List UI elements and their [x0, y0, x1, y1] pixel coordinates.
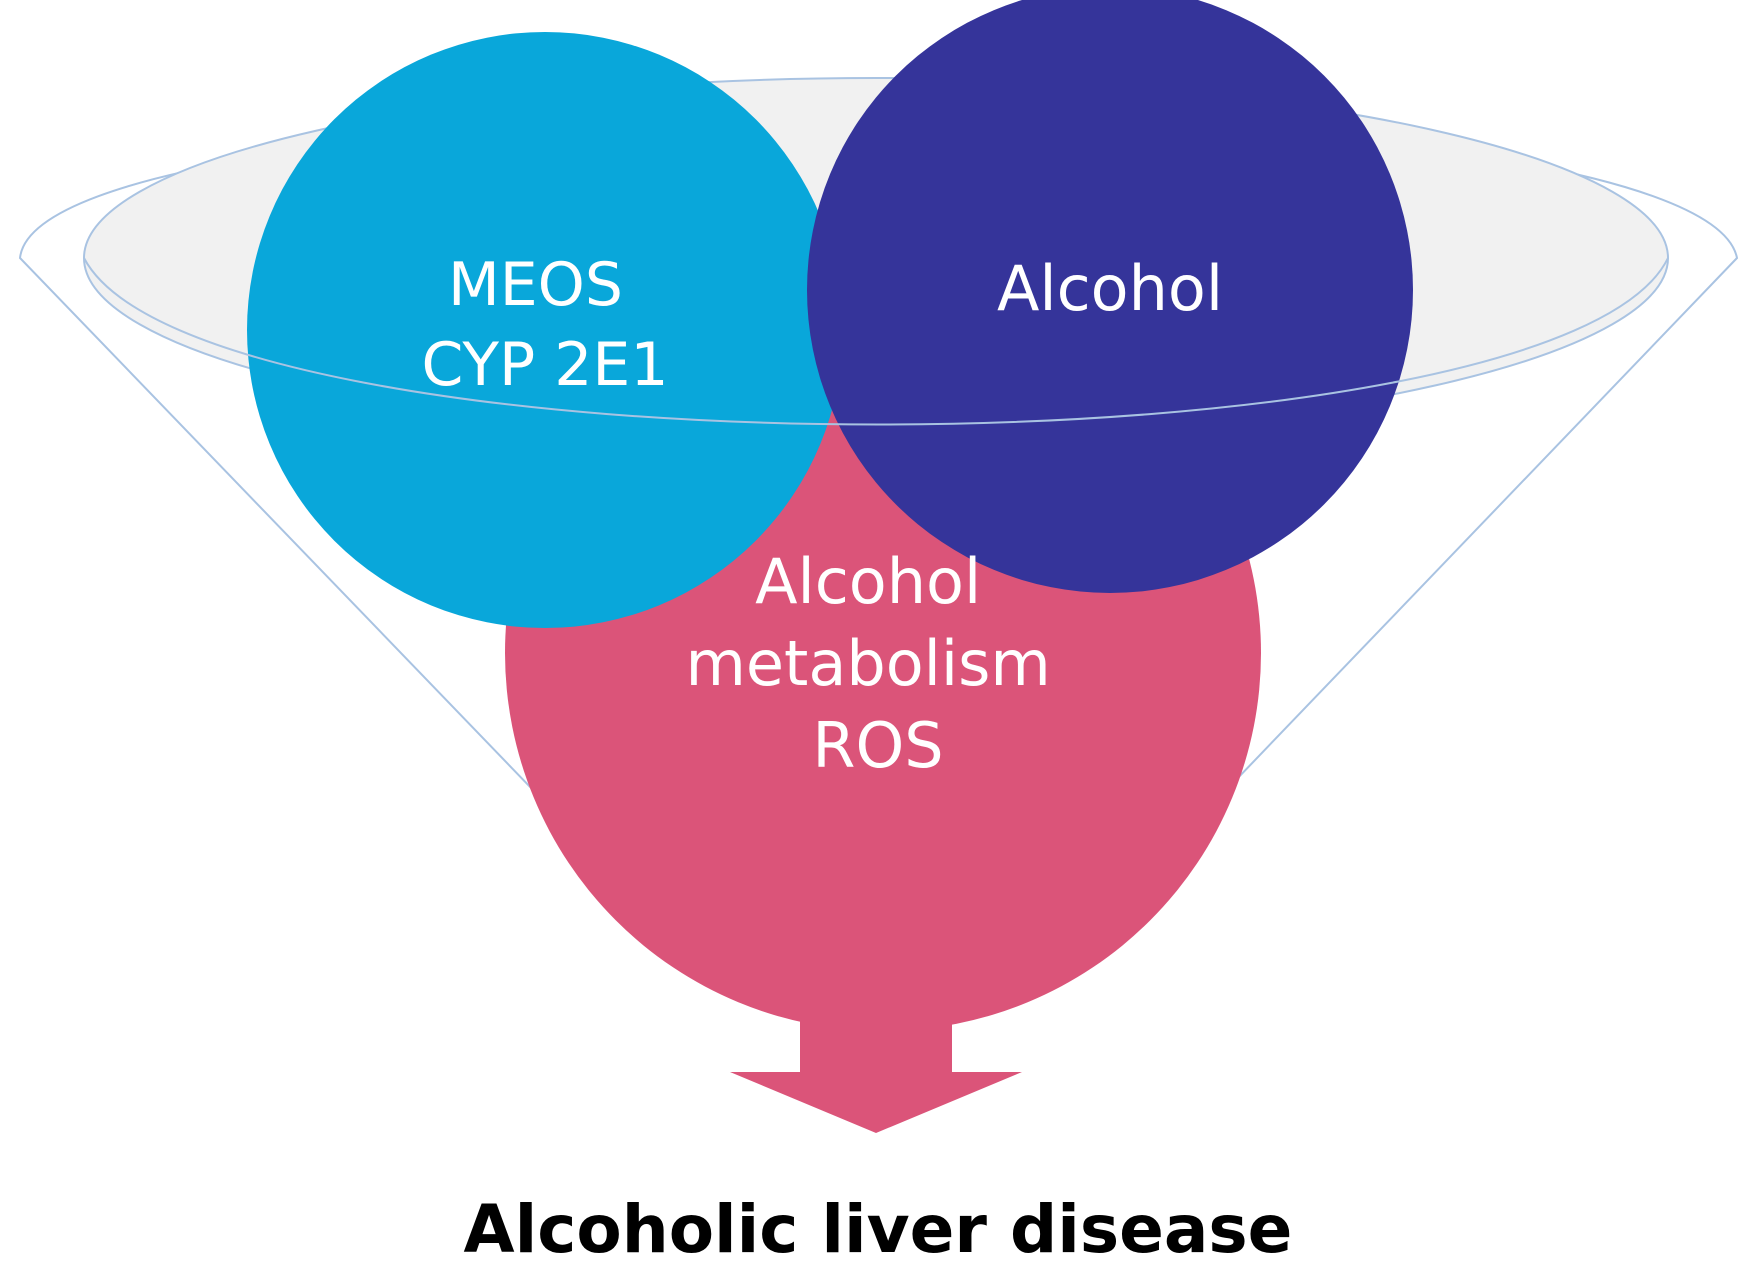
metabolism-label-line-1: Alcohol: [755, 545, 981, 618]
funnel-rim-front: [83, 257, 1669, 426]
outcome-label: Alcoholic liver disease: [464, 1191, 1293, 1267]
metabolism-label-line-2: metabolism: [686, 627, 1051, 700]
meos-circle: [247, 32, 843, 628]
metabolism-label: Alcohol metabolism ROS: [686, 545, 1071, 782]
metabolism-label-line-3: ROS: [812, 709, 943, 782]
meos-label-line-2: CYP 2E1: [421, 330, 668, 400]
meos-label: MEOS CYP 2E1: [421, 250, 668, 400]
alcohol-label: Alcohol: [997, 252, 1223, 325]
meos-label-line-1: MEOS: [448, 250, 623, 320]
alcohol-circle: [807, 0, 1413, 593]
down-arrow-icon: [730, 1000, 1022, 1133]
alcohol-label-line-1: Alcohol: [997, 252, 1223, 325]
